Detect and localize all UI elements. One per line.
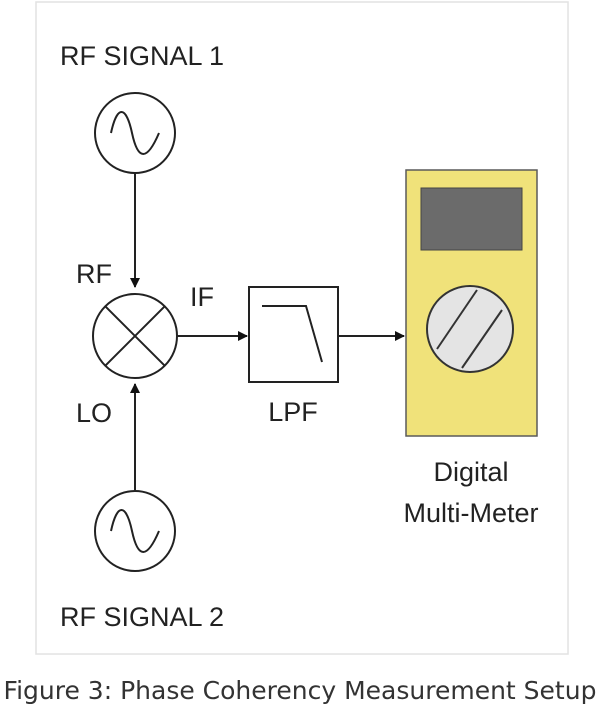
figure-caption: Figure 3: Phase Coherency Measurement Se… bbox=[3, 676, 597, 705]
meter-label-line1: Digital bbox=[433, 457, 508, 487]
mixer-lo-port-label: LO bbox=[76, 398, 112, 428]
meter-display bbox=[420, 187, 523, 251]
mixer-icon bbox=[92, 293, 178, 379]
rf-signal-1-source-icon bbox=[94, 92, 176, 174]
meter-dial-icon bbox=[426, 285, 514, 373]
mixer-if-port-label: IF bbox=[190, 282, 214, 312]
rf-signal-1-label: RF SIGNAL 1 bbox=[60, 41, 224, 71]
lpf-block bbox=[248, 286, 339, 383]
rf-signal-2-source-icon bbox=[94, 490, 176, 572]
digital-multimeter-icon bbox=[405, 169, 538, 437]
mixer-rf-port-label: RF bbox=[76, 259, 112, 289]
figure-frame bbox=[35, 1, 569, 655]
meter-label-line2: Multi-Meter bbox=[403, 498, 538, 528]
lpf-label: LPF bbox=[268, 397, 318, 427]
phase-coherency-diagram: RF SIGNAL 1 RF IF LO LPF Digital Multi-M… bbox=[35, 1, 569, 655]
rf-signal-2-label: RF SIGNAL 2 bbox=[60, 602, 224, 632]
